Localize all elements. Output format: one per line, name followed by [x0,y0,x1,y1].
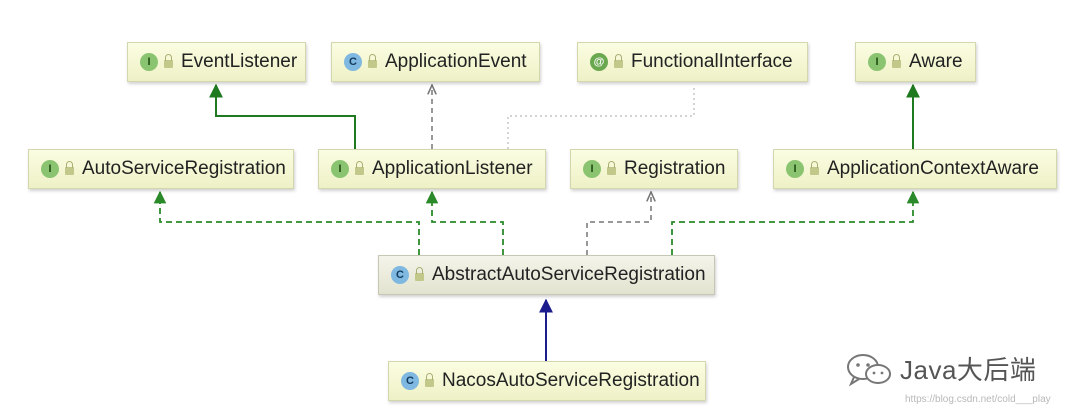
edge-applicationlistener-annotated-functionalinterface [507,85,695,149]
watermark-text: Java大后端 [900,355,1037,385]
lock-icon [415,266,424,281]
lock-icon [164,53,173,68]
node-applicationevent[interactable]: C ApplicationEvent [331,42,540,82]
edge-applicationlistener-extends-eventlistener [209,83,356,149]
node-aware[interactable]: I Aware [855,42,976,82]
node-label: ApplicationEvent [385,51,527,72]
interface-icon: I [331,160,349,178]
edge-abstract-implements-applicationlistener [425,190,504,255]
node-functionalinterface[interactable]: @ FunctionalInterface [577,42,808,82]
interface-icon: I [583,160,601,178]
interface-icon: I [868,53,886,71]
class-icon: C [401,372,419,390]
node-applicationcontextaware[interactable]: I ApplicationContextAware [773,149,1057,189]
node-registration[interactable]: I Registration [570,149,738,189]
node-nacosautoserviceregistration[interactable]: C NacosAutoServiceRegistration [388,361,706,401]
node-label: EventListener [181,51,298,72]
lock-icon [368,53,377,68]
node-label: ApplicationContextAware [827,158,1039,179]
node-label: AutoServiceRegistration [82,158,286,179]
node-label: ApplicationListener [372,158,533,179]
lock-icon [425,372,434,387]
wechat-icon [847,354,891,387]
node-applicationlistener[interactable]: I ApplicationListener [318,149,546,189]
edge-abstract-implements-autoserviceregistration [153,190,420,255]
annotation-icon: @ [590,53,608,71]
watermark-url: https://blog.csdn.net/cold___play [905,394,1051,405]
edge-abstract-implements-applicationcontextaware [671,190,920,255]
class-icon: C [391,266,409,284]
class-icon: C [344,53,362,71]
node-autoserviceregistration[interactable]: I AutoServiceRegistration [28,149,294,189]
interface-icon: I [140,53,158,71]
lock-icon [810,160,819,175]
node-label: FunctionalInterface [631,51,793,72]
lock-icon [607,160,616,175]
lock-icon [355,160,364,175]
node-label: NacosAutoServiceRegistration [442,370,700,391]
node-label: Aware [909,51,963,72]
interface-icon: I [786,160,804,178]
node-abstractautoserviceregistration[interactable]: C AbstractAutoServiceRegistration [378,255,715,295]
lock-icon [614,53,623,68]
node-label: Registration [624,158,726,179]
edge-abstract-uses-registration [586,192,651,255]
node-label: AbstractAutoServiceRegistration [432,264,706,285]
node-eventlistener[interactable]: I EventListener [127,42,306,82]
interface-icon: I [41,160,59,178]
lock-icon [892,53,901,68]
lock-icon [65,160,74,175]
